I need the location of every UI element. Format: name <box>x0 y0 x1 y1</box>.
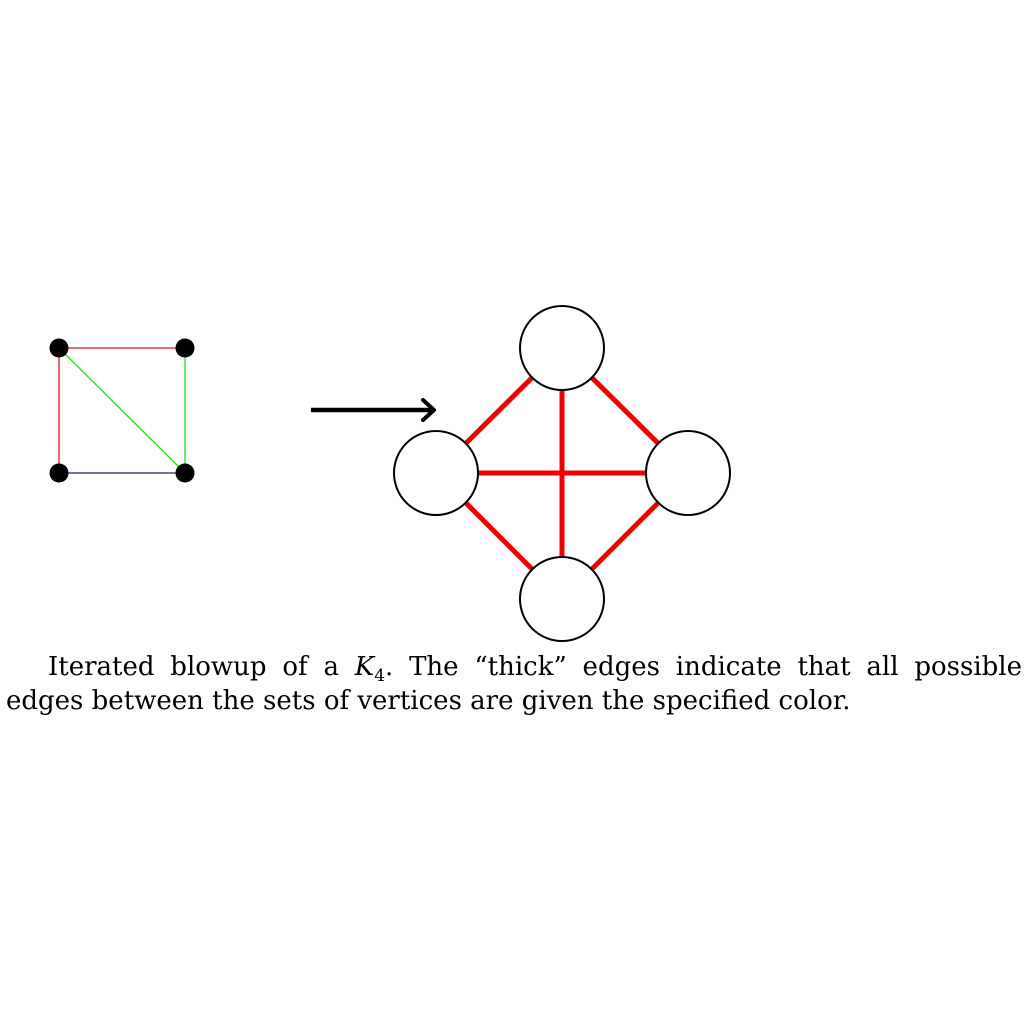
caption-math-subscript: 4 <box>374 666 386 687</box>
small-vertex-top-left <box>49 338 69 358</box>
caption-tail: . The “thick” edges indicate that all po… <box>6 652 1022 716</box>
small-vertex-bottom-left <box>49 463 69 483</box>
vertex-set-bottom <box>519 556 605 642</box>
figure-caption: Iterated blowup of a K4. The “thick” edg… <box>6 650 1022 718</box>
caption-math-symbol: K <box>354 652 375 682</box>
arrow-head <box>421 398 436 422</box>
small-k4-graph <box>49 338 195 483</box>
caption-lead: Iterated blowup of a <box>48 652 355 682</box>
vertex-set-right <box>645 430 731 516</box>
vertex-set-left <box>393 430 479 516</box>
vertex-set-top <box>519 305 605 391</box>
blowup-vertex-sets <box>393 305 731 642</box>
right-arrow-icon <box>311 398 436 422</box>
small-edge-top-left-bottom-right <box>58 347 186 474</box>
small-vertex-top-right <box>175 338 195 358</box>
small-vertex-bottom-right <box>175 463 195 483</box>
